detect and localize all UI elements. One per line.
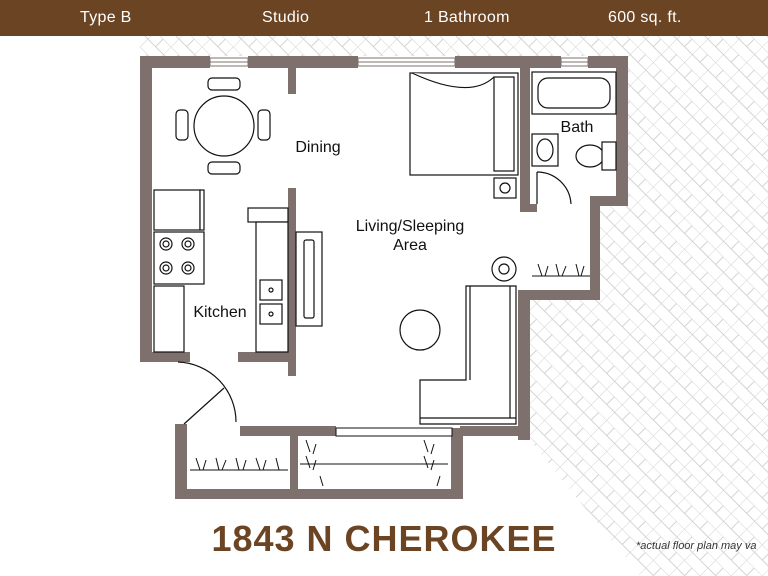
windows: [209, 57, 589, 67]
room-label-bath: Bath: [561, 119, 594, 136]
unit-type: Type B: [80, 9, 132, 26]
kitchen-fixtures: [153, 189, 323, 353]
header-bar: Type B Studio 1 Bathroom 600 sq. ft.: [0, 0, 768, 36]
floor-plan: Dining Bath Living/Sleeping Area Kitchen: [140, 36, 768, 576]
walls: [140, 56, 628, 499]
room-label-area: Area: [393, 237, 427, 254]
closets: [190, 263, 590, 487]
building-title: 1843 N CHEROKEE: [211, 518, 557, 559]
exterior-hatching: [140, 36, 768, 576]
entry-door: [177, 361, 237, 425]
room-label-dining: Dining: [295, 139, 340, 156]
living-furniture: [399, 256, 517, 425]
bathroom-fixtures: [531, 71, 617, 205]
unit-layout: Studio: [262, 9, 310, 26]
unit-area: 600 sq. ft.: [608, 9, 682, 26]
room-label-kitchen: Kitchen: [193, 304, 246, 321]
bathroom-count: 1 Bathroom: [424, 9, 510, 26]
room-label-living: Living/Sleeping: [356, 218, 465, 235]
bed: [409, 72, 519, 199]
dining-table: [175, 77, 271, 175]
disclaimer-note: *actual floor plan may va: [636, 540, 757, 552]
